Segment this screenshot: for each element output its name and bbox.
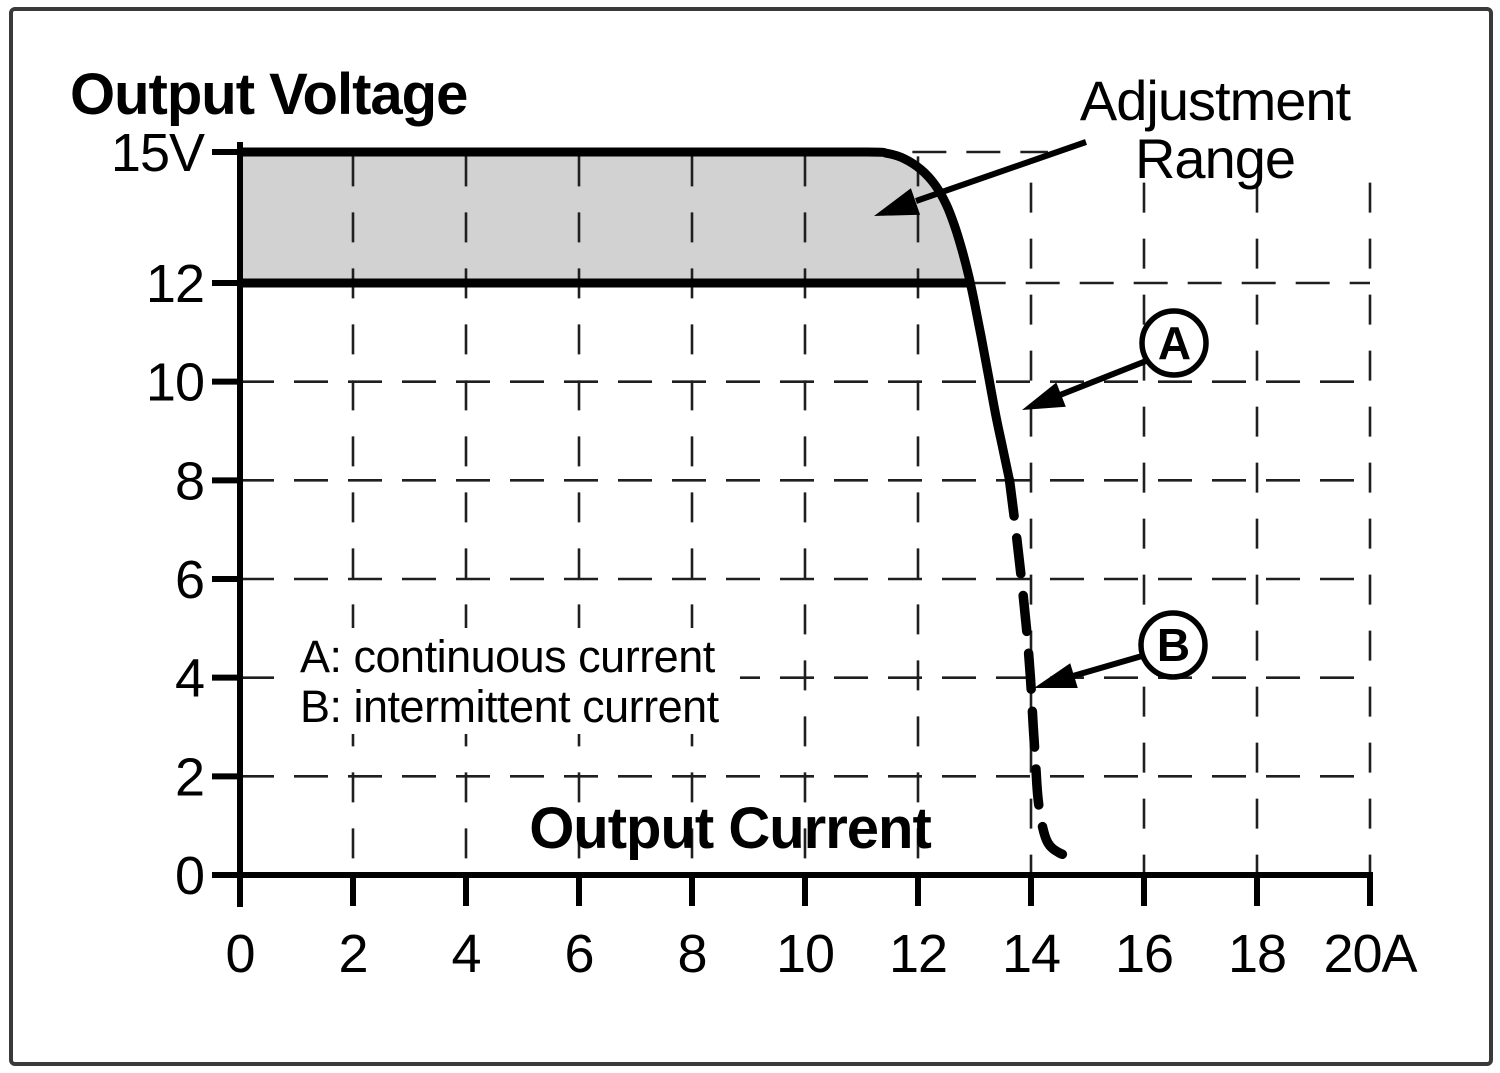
legend-backdrop <box>288 628 740 734</box>
y-tick-label: 0 <box>175 846 204 906</box>
x-tick-label: 16 <box>1115 924 1173 984</box>
axes <box>212 142 1373 907</box>
y-tick-label: 2 <box>175 747 204 807</box>
y-tick-label: 12 <box>146 254 204 314</box>
adjustment-range-fill <box>240 152 971 283</box>
x-tick-label: 10 <box>776 924 834 984</box>
y-tick-label: 15V <box>111 123 205 183</box>
x-tick-label: 4 <box>451 924 480 984</box>
x-tick-label: 12 <box>889 924 947 984</box>
y-axis-title: Output Voltage <box>70 62 467 127</box>
callout-b: B <box>1034 610 1208 688</box>
callout-a-circle-icon <box>1139 308 1209 378</box>
x-tick-label: 2 <box>338 924 367 984</box>
callout-a: A <box>1022 308 1209 410</box>
adjustment-range-region <box>240 152 971 283</box>
adjustment-range-label-line1: Adjustment <box>1080 69 1352 132</box>
y-tick-label: 8 <box>175 451 204 511</box>
y-tick-label: 6 <box>175 550 204 610</box>
x-tick-label: 20A <box>1323 924 1417 984</box>
callout-a-letter: A <box>1158 317 1190 369</box>
x-tick-label: 14 <box>1002 924 1060 984</box>
callout-b-circle-icon <box>1138 610 1208 680</box>
x-tick-label: 8 <box>677 924 706 984</box>
x-tick-label: 6 <box>564 924 593 984</box>
legend-line-b: B: intermittent current <box>300 681 720 732</box>
tick-labels: 0 2 4 6 8 10 12 14 16 18 20A 15V 12 10 8 6 4 2 0 <box>111 123 1419 984</box>
x-tick-label: 0 <box>225 924 254 984</box>
adjustment-range-arrow-icon <box>874 139 1087 216</box>
gridlines <box>240 150 1372 875</box>
x-axis-title: Output Current <box>529 796 931 861</box>
legend-line-a: A: continuous current <box>300 631 716 682</box>
curve-B <box>1004 475 1084 865</box>
x-tick-label: 18 <box>1228 924 1286 984</box>
adjustment-range-label-line2: Range <box>1135 127 1295 190</box>
callout-a-arrow-icon <box>1022 358 1148 410</box>
y-tick-label: 10 <box>146 353 204 413</box>
callout-b-arrow-icon <box>1034 653 1143 688</box>
y-tick-label: 4 <box>175 649 204 709</box>
callout-b-letter: B <box>1157 619 1189 671</box>
